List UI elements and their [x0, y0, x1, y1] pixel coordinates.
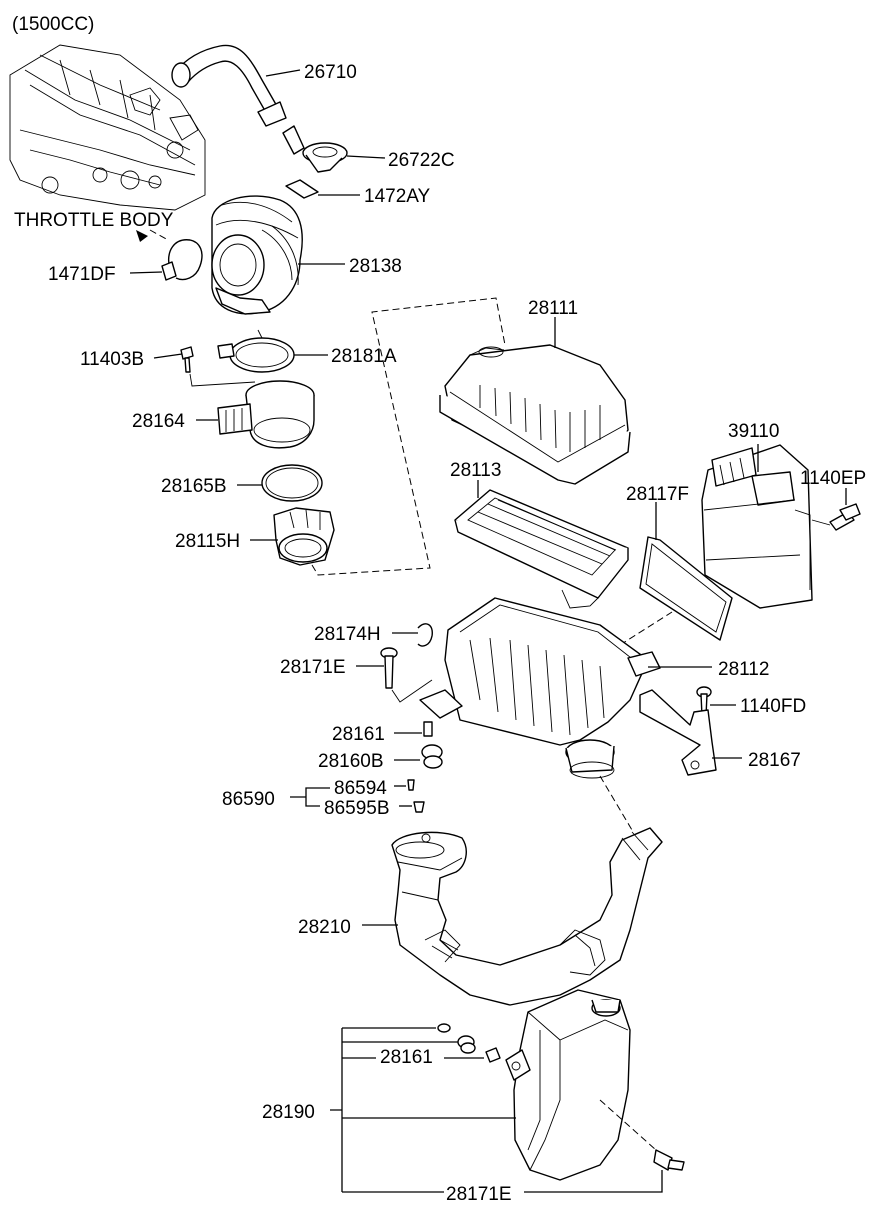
screw-86594: [407, 779, 415, 791]
air-flow-sensor-28164: [217, 380, 315, 449]
part-86595B-label: 86595B: [324, 798, 390, 819]
part-28174H-label: 28174H: [314, 624, 381, 645]
engine-variant-label: (1500CC): [12, 14, 94, 35]
duct-28115H: [273, 507, 335, 566]
part-28167-label: 28167: [748, 750, 801, 771]
clamp-1472AY: [285, 179, 319, 199]
part-28160B-label: 28160B: [318, 751, 384, 772]
part-28117F-label: 28117F: [626, 484, 689, 505]
part-28161-lower-label: 28161: [380, 1047, 433, 1068]
part-39110-label: 39110: [728, 421, 779, 442]
grommet-28161-upper: [423, 721, 433, 737]
part-28115H-label: 28115H: [175, 531, 240, 552]
part-28171E-upper-label: 28171E: [280, 657, 346, 678]
part-28164-label: 28164: [132, 411, 185, 432]
throttle-body-note: THROTTLE BODY: [14, 210, 174, 231]
throttle-body-arrowhead: [136, 230, 148, 242]
part-28171E-lower-label: 28171E: [446, 1184, 512, 1205]
part-1472AY-label: 1472AY: [364, 186, 431, 207]
part-26710-label: 26710: [304, 62, 357, 83]
washer-28190: [437, 1023, 451, 1033]
breather-hose-26710: [171, 44, 287, 127]
part-28113-label: 28113: [450, 460, 501, 481]
part-28190-label: 28190: [262, 1102, 315, 1123]
bracket-28167: [639, 689, 717, 776]
bolt-1140EP: [829, 503, 861, 531]
part-28181A-label: 28181A: [331, 346, 397, 367]
part-28165B-label: 28165B: [161, 476, 227, 497]
assembly-dashed-line-2: [619, 611, 673, 646]
engine-block-illustration: [9, 44, 206, 211]
part-1471DF-label: 1471DF: [48, 264, 116, 285]
bracket-86590: [290, 787, 330, 807]
part-86590-label: 86590: [222, 789, 275, 810]
assembly-dashed-line-4: [599, 1099, 657, 1151]
resonator-duct-28210: [391, 827, 663, 1006]
clamp-1471DF: [161, 239, 203, 281]
resonator-tank-28190: [505, 989, 631, 1181]
part-86594-label: 86594: [334, 778, 387, 799]
part-28210-label: 28210: [298, 917, 351, 938]
fitting-26722C: [282, 125, 348, 173]
part-28111-label: 28111: [528, 298, 578, 319]
grommet-28161-lower: [457, 1035, 476, 1054]
leader-tree-28190: [330, 1027, 663, 1193]
part-11403B-label: 11403B: [80, 349, 144, 370]
air-cleaner-cover-28111: [439, 344, 631, 485]
gasket-28165B: [261, 464, 323, 502]
intake-hose-28138: [211, 195, 303, 315]
part-28138-label: 28138: [349, 256, 402, 277]
part-1140EP-label: 1140EP: [800, 468, 866, 489]
ecu-39110: [701, 444, 813, 609]
seal-plate-28117F: [639, 536, 733, 641]
nut-86595B: [413, 801, 425, 813]
mount-28160B: [421, 744, 443, 769]
bolt-28171E-lower: [653, 1149, 685, 1171]
clip-28174H: [417, 623, 433, 647]
air-cleaner-body-28112: [419, 597, 661, 779]
throttle-body-arrow: [149, 229, 169, 241]
collar-28190: [485, 1047, 501, 1063]
part-28161-upper-label: 28161: [332, 724, 385, 745]
assembly-dashed-line-3: [599, 775, 633, 831]
assembly-dashed-line-1: [311, 297, 506, 576]
air-filter-28113: [454, 489, 629, 609]
part-26722C-label: 26722C: [388, 150, 455, 171]
bolt-11403B: [180, 346, 194, 373]
bolt-28171E-upper: [380, 647, 398, 689]
clamp-ring-28181A: [217, 337, 295, 373]
part-1140FD-label: 1140FD: [740, 696, 806, 717]
part-28112-label: 28112: [718, 659, 769, 680]
